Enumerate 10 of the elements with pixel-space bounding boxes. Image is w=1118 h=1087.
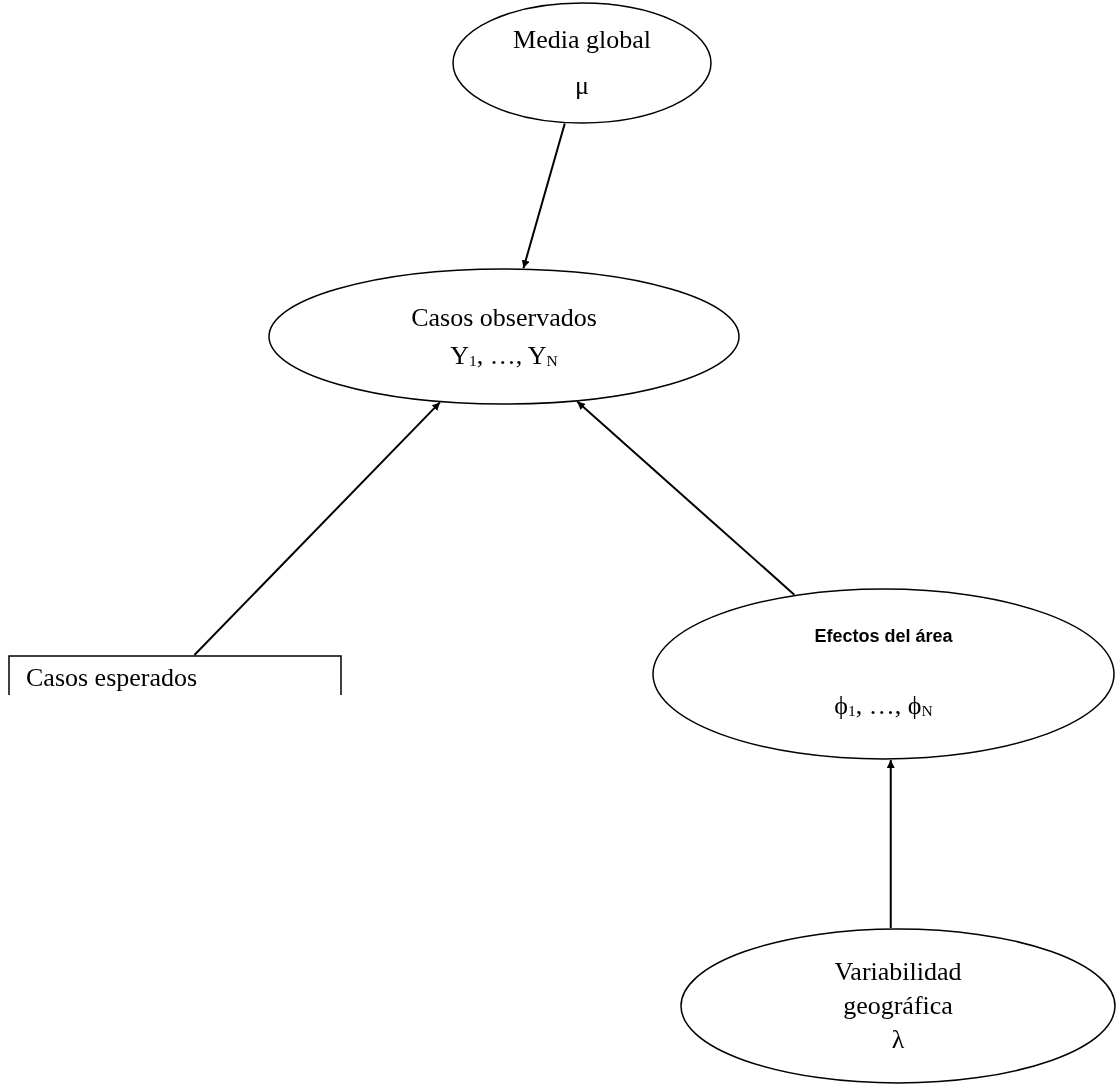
node-symbol: λ bbox=[891, 1023, 905, 1056]
node-title: Efectos del área bbox=[814, 625, 953, 649]
node-symbol: μ bbox=[575, 70, 589, 102]
node-title: Casos esperados bbox=[26, 662, 198, 695]
arrow bbox=[886, 759, 895, 929]
arrow bbox=[576, 400, 796, 596]
node-title: Media global bbox=[513, 24, 651, 57]
arrow bbox=[193, 401, 441, 656]
arrow bbox=[521, 122, 566, 270]
node-title: Casos observados bbox=[411, 301, 597, 334]
